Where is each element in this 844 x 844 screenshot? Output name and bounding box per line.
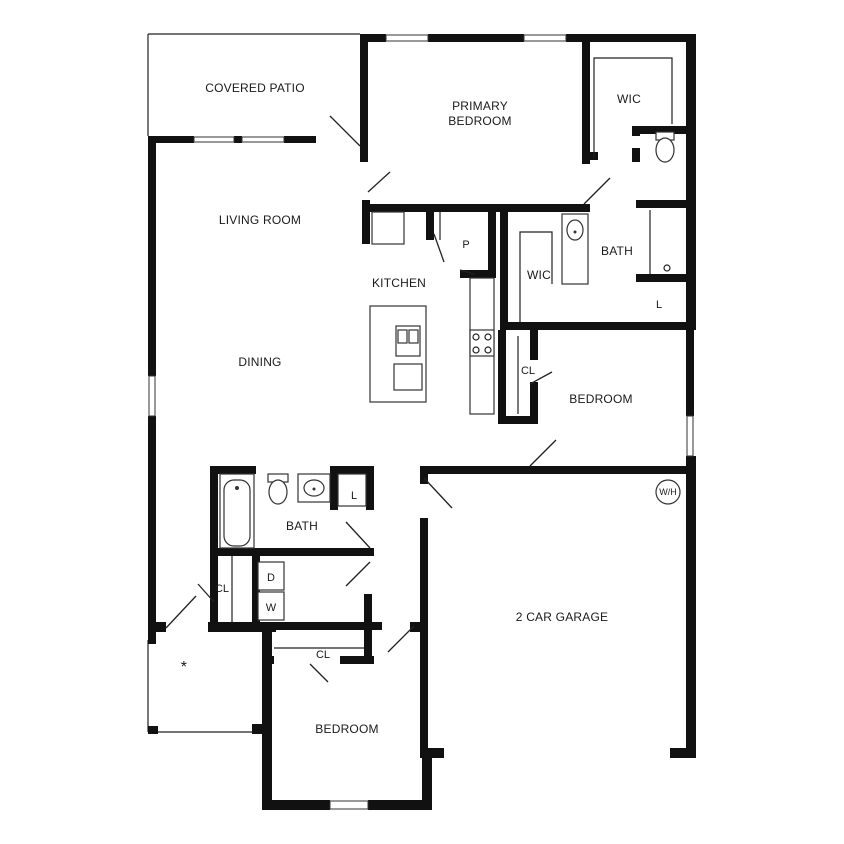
range-icon	[469, 329, 495, 357]
label-linen-primary: L	[656, 299, 662, 311]
sink-icon	[303, 479, 325, 497]
bathtub-icon	[219, 473, 255, 549]
label-wic-primary: WIC	[617, 92, 641, 106]
label-living-room: LIVING ROOM	[219, 213, 301, 227]
label-garage: 2 CAR GARAGE	[516, 610, 608, 624]
label-wic-second: WIC	[527, 268, 551, 282]
sink-icon	[566, 219, 584, 241]
label-water-heater: W/H	[659, 487, 677, 497]
label-dryer: D	[267, 572, 275, 584]
label-washer: W	[266, 602, 277, 614]
label-pantry: P	[462, 239, 469, 251]
entry-mark: *	[181, 659, 187, 676]
label-bedroom-3: BEDROOM	[315, 722, 378, 736]
label-primary-bedroom-2: BEDROOM	[448, 114, 511, 128]
dryer-icon	[257, 561, 285, 591]
label-bedroom-2: BEDROOM	[569, 392, 632, 406]
label-kitchen: KITCHEN	[372, 276, 426, 290]
washer-icon	[257, 591, 285, 621]
water-heater-icon	[655, 479, 681, 505]
interior-walls	[210, 34, 696, 758]
label-closet-bedroom3: CL	[316, 649, 330, 661]
doors	[165, 115, 611, 683]
label-dining: DINING	[238, 355, 281, 369]
refrigerator-icon	[371, 211, 405, 245]
toilet-icon	[655, 131, 675, 163]
room-labels: COVERED PATIO PRIMARY BEDROOM WIC LIVING…	[181, 81, 677, 736]
kitchen-island	[369, 305, 427, 403]
label-closet-bedroom2: CL	[521, 365, 535, 377]
windows	[148, 34, 694, 810]
label-linen-hall: L	[351, 490, 357, 502]
porch-outline	[147, 640, 262, 733]
exterior-walls	[148, 34, 696, 810]
shower-icon	[663, 264, 671, 272]
label-covered-patio: COVERED PATIO	[205, 81, 305, 95]
label-hall-bath: BATH	[286, 519, 318, 533]
label-primary-bath: BATH	[601, 244, 633, 258]
fixtures	[219, 57, 681, 649]
label-closet-entry: CL	[215, 583, 229, 595]
label-primary-bedroom-1: PRIMARY	[452, 99, 508, 113]
toilet-icon	[267, 473, 289, 505]
patio-outline	[147, 33, 360, 136]
